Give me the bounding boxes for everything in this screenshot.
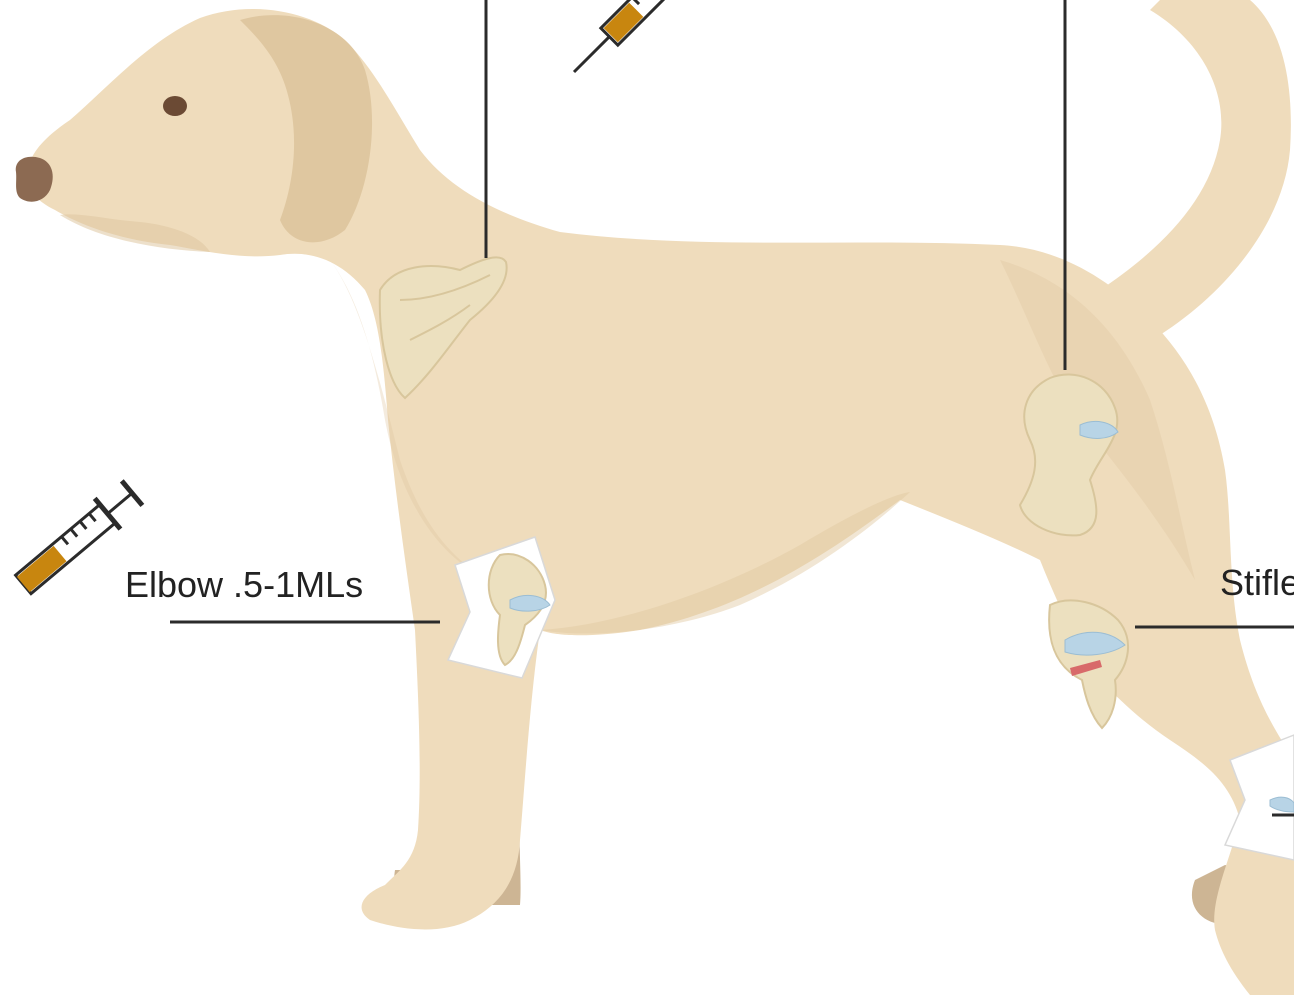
stifle-joint-icon: [1049, 600, 1128, 728]
dog-eye: [163, 96, 187, 116]
stifle-injection-label: Stifle: [1220, 565, 1294, 601]
dog-body: [29, 9, 1294, 995]
tail: [1100, 0, 1291, 335]
elbow-injection-label: Elbow .5-1MLs: [125, 567, 363, 603]
syringe-icon: [566, 0, 668, 80]
dog-illustration: [16, 0, 1294, 995]
